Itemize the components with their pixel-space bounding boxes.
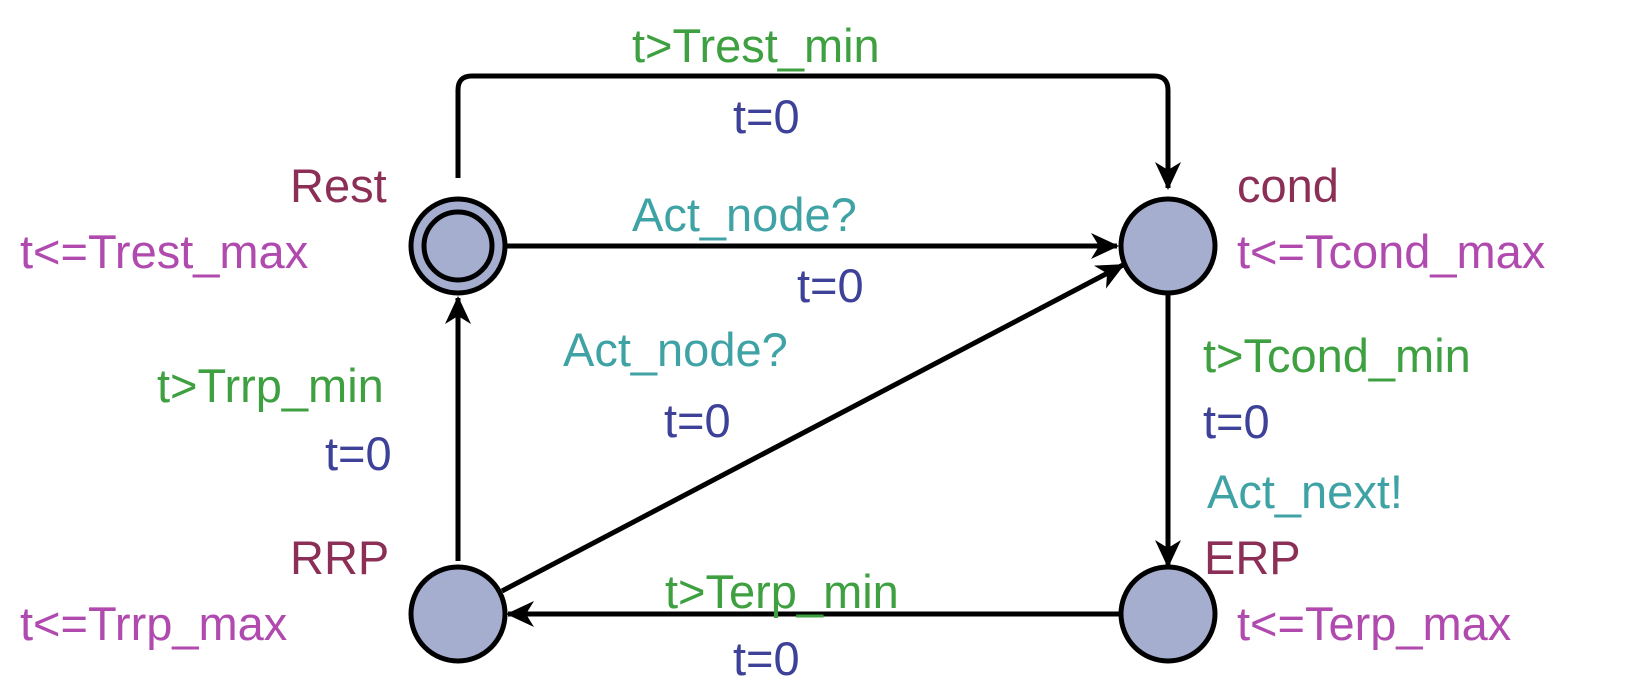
assign-erp-to-rrp: t=0 [733, 632, 800, 685]
assign-rrp-to-rest: t=0 [325, 427, 392, 480]
state-name-rest: Rest [290, 159, 387, 212]
invariant-cond: t<=Tcond_max [1237, 225, 1545, 278]
assign-rest-to-cond-direct: t=0 [797, 259, 864, 312]
sync-cond-to-erp: Act_next! [1207, 465, 1403, 518]
assign-rrp-to-cond: t=0 [664, 394, 731, 447]
guard-rest-to-cond-top: t>Trest_min [632, 19, 880, 72]
sync-rest-to-cond-direct: Act_node? [632, 188, 857, 241]
state-name-cond: cond [1237, 159, 1339, 212]
state-cond [1118, 196, 1218, 296]
state-rrp [408, 564, 508, 664]
invariant-rrp: t<=Trrp_max [20, 597, 287, 650]
guard-erp-to-rrp: t>Terp_min [665, 565, 899, 618]
edge-rest-to-cond-top [455, 73, 1181, 190]
invariant-rest: t<=Trest_max [20, 225, 308, 278]
initial-state-marker [421, 209, 495, 283]
edge-rrp-to-cond [500, 262, 1125, 594]
assign-cond-to-erp: t=0 [1203, 395, 1270, 448]
state-erp [1118, 564, 1218, 664]
guard-rrp-to-rest: t>Trrp_min [157, 359, 384, 412]
state-name-erp: ERP [1204, 531, 1301, 584]
assign-rest-to-cond-top: t=0 [733, 90, 800, 143]
sync-rrp-to-cond: Act_node? [563, 323, 788, 376]
state-rest [408, 196, 508, 296]
state-name-rrp: RRP [290, 531, 389, 584]
guard-cond-to-erp: t>Tcond_min [1203, 329, 1471, 382]
invariant-erp: t<=Terp_max [1237, 597, 1511, 650]
